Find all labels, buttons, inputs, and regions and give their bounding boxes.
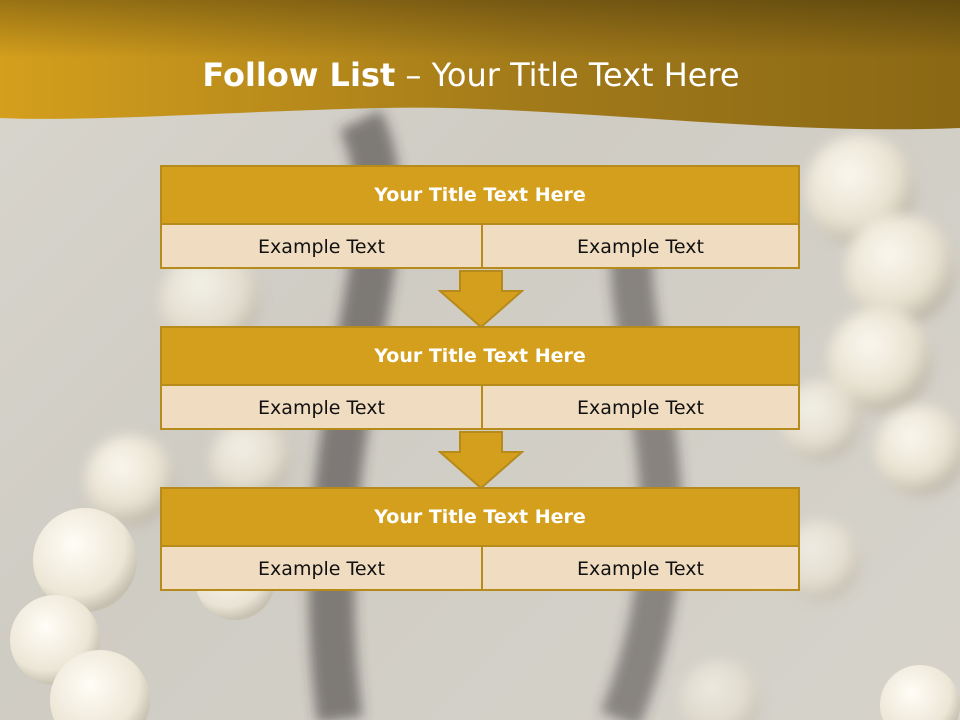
slide-title-rest: – Your Title Text Here bbox=[395, 56, 740, 94]
step-box-2: Your Title Text Here Example Text Exampl… bbox=[160, 326, 800, 430]
step-text-left-2: Example Text bbox=[162, 386, 483, 430]
down-arrow-icon-1 bbox=[438, 270, 524, 329]
slide-title: Follow List – Your Title Text Here bbox=[0, 52, 942, 98]
step-box-1: Your Title Text Here Example Text Exampl… bbox=[160, 165, 800, 269]
step-title-3: Your Title Text Here bbox=[162, 489, 798, 547]
header-band bbox=[0, 0, 960, 130]
step-box-3: Your Title Text Here Example Text Exampl… bbox=[160, 487, 800, 591]
slide-title-bold: Follow List bbox=[202, 56, 396, 94]
down-arrow-icon-2 bbox=[438, 431, 524, 490]
step-text-left-1: Example Text bbox=[162, 225, 483, 269]
step-title-2: Your Title Text Here bbox=[162, 328, 798, 386]
step-text-right-3: Example Text bbox=[577, 558, 704, 580]
step-text-right-1: Example Text bbox=[577, 236, 704, 258]
step-text-right-2: Example Text bbox=[577, 397, 704, 419]
step-title-1: Your Title Text Here bbox=[162, 167, 798, 225]
step-text-left-3: Example Text bbox=[162, 547, 483, 591]
